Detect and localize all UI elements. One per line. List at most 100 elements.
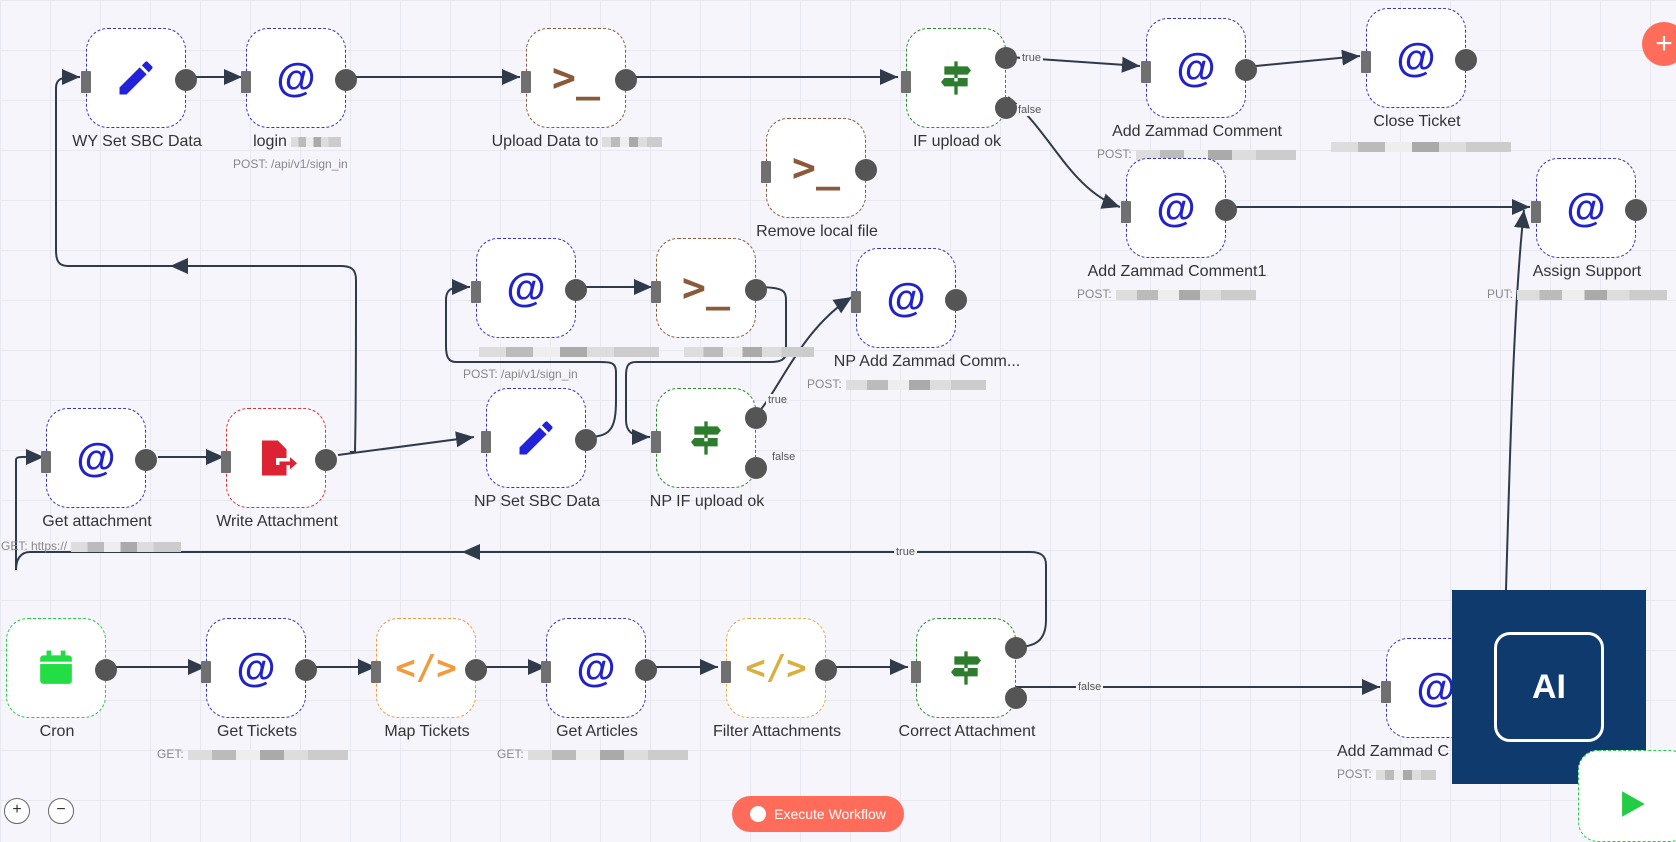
- input-port[interactable]: [521, 71, 531, 93]
- node-filter-attachments[interactable]: </> Filter Attachments: [713, 618, 841, 740]
- input-port[interactable]: [541, 661, 551, 683]
- input-port[interactable]: [1141, 61, 1151, 83]
- input-port[interactable]: [221, 451, 231, 473]
- at-sign-icon: @: [1156, 185, 1196, 230]
- node-add-zammad-comment[interactable]: @ Add Zammad Comment POST:: [1097, 18, 1296, 161]
- node-np-exec[interactable]: >_: [651, 238, 814, 357]
- output-port[interactable]: [635, 659, 657, 681]
- output-port[interactable]: [465, 659, 487, 681]
- output-port-true[interactable]: [995, 47, 1017, 69]
- output-port[interactable]: [815, 659, 837, 681]
- output-port[interactable]: [945, 289, 967, 311]
- node-map-tickets[interactable]: </> Map Tickets: [371, 618, 487, 740]
- input-port[interactable]: [241, 71, 251, 93]
- node-write-attachment[interactable]: Write Attachment: [216, 408, 338, 530]
- output-port-true[interactable]: [745, 407, 767, 429]
- output-port[interactable]: [295, 659, 317, 681]
- output-port[interactable]: [745, 279, 767, 301]
- node-wy-set-sbc-data[interactable]: WY Set SBC Data: [72, 28, 202, 150]
- node-add-zammad-comment1[interactable]: @ Add Zammad Comment1 POST:: [1077, 158, 1266, 301]
- input-port[interactable]: [1121, 201, 1131, 223]
- node-assign-support[interactable]: @ Assign Support PUT:: [1487, 158, 1668, 301]
- zoom-out-button[interactable]: −: [48, 798, 74, 824]
- input-port[interactable]: [761, 161, 771, 183]
- node-subtitle: GET: https://: [1, 539, 241, 553]
- edge-label-true: true: [894, 546, 917, 558]
- node-close-ticket[interactable]: @ Close Ticket: [1331, 8, 1511, 152]
- pencil-icon: [87, 29, 185, 127]
- zoom-in-button[interactable]: +: [4, 798, 30, 824]
- output-port[interactable]: [615, 69, 637, 91]
- input-port[interactable]: [41, 451, 51, 473]
- node-label: NP IF upload ok: [649, 493, 765, 510]
- add-node-button[interactable]: +: [1642, 22, 1676, 66]
- output-port-false[interactable]: [995, 97, 1017, 119]
- node-cron[interactable]: Cron: [6, 618, 117, 740]
- output-port[interactable]: [1455, 49, 1477, 71]
- node-upload-data[interactable]: >_ Upload Data to: [492, 28, 663, 150]
- edge-write-wyset: [55, 69, 358, 453]
- output-port[interactable]: [335, 69, 357, 91]
- node-np-http[interactable]: @ POST: /api/v1/sign_in: [463, 238, 659, 381]
- output-port[interactable]: [175, 69, 197, 91]
- node-np-add-zammad-comment[interactable]: @ NP Add Zammad Comm... POST:: [807, 248, 1020, 391]
- input-port[interactable]: [651, 431, 661, 453]
- ai-chip-icon: AI: [1494, 632, 1604, 742]
- node-np-set-sbc-data[interactable]: NP Set SBC Data: [474, 388, 600, 510]
- edge-comment-close: [1255, 49, 1361, 67]
- input-port[interactable]: [1361, 51, 1371, 73]
- node-label: Cron: [39, 723, 75, 740]
- input-port[interactable]: [81, 71, 91, 93]
- node-remove-local-file[interactable]: >_ Remove local file: [756, 118, 878, 240]
- node-if-upload-ok[interactable]: IF upload ok: [901, 28, 1017, 150]
- node-manual-trigger[interactable]: [1578, 750, 1676, 842]
- edge-npset-nphttp: [445, 279, 617, 438]
- output-port[interactable]: [1625, 199, 1647, 221]
- at-sign-icon: @: [1396, 35, 1436, 80]
- input-port[interactable]: [471, 281, 481, 303]
- input-port[interactable]: [201, 661, 211, 683]
- output-port-true[interactable]: [1005, 637, 1027, 659]
- input-port[interactable]: [651, 281, 661, 303]
- edge-label-false: false: [1076, 681, 1104, 693]
- node-label-redacted: [637, 339, 857, 361]
- node-correct-attachment[interactable]: Correct Attachment: [899, 618, 1035, 740]
- at-sign-icon: @: [276, 55, 316, 100]
- input-port[interactable]: [1381, 681, 1391, 703]
- node-np-if-upload-ok[interactable]: NP IF upload ok: [650, 388, 767, 510]
- output-port[interactable]: [565, 279, 587, 301]
- at-sign-icon: @: [236, 645, 276, 690]
- output-port[interactable]: [855, 159, 877, 181]
- output-port[interactable]: [1215, 199, 1237, 221]
- input-port[interactable]: [851, 291, 861, 313]
- output-port-false[interactable]: [745, 457, 767, 479]
- node-get-articles[interactable]: @ Get Articles GET:: [497, 618, 688, 761]
- node-label: Assign Support: [1532, 263, 1642, 280]
- input-port[interactable]: [901, 71, 911, 93]
- execute-workflow-button[interactable]: Execute Workflow: [732, 796, 904, 832]
- output-port[interactable]: [575, 429, 597, 451]
- node-login[interactable]: @ login POST: /api/v1/sign_in: [233, 28, 357, 171]
- edge-write-npset: [337, 431, 475, 456]
- output-port[interactable]: [315, 449, 337, 471]
- file-export-icon: [227, 409, 325, 507]
- input-port[interactable]: [481, 431, 491, 453]
- edge-label-true: true: [1020, 52, 1043, 64]
- edge-bottom-assign: [1505, 209, 1530, 591]
- input-port[interactable]: [371, 661, 381, 683]
- node-get-attachment[interactable]: @ Get attachment GET: https://: [1, 408, 182, 553]
- output-port-false[interactable]: [1005, 687, 1027, 709]
- calendar-icon: [7, 619, 105, 717]
- terminal-icon: >_: [791, 145, 841, 191]
- node-label: IF upload ok: [912, 133, 1002, 150]
- output-port[interactable]: [135, 449, 157, 471]
- input-port[interactable]: [1531, 201, 1541, 223]
- output-port[interactable]: [95, 659, 117, 681]
- input-port[interactable]: [911, 661, 921, 683]
- node-get-tickets[interactable]: @ Get Tickets GET:: [157, 618, 348, 761]
- output-port[interactable]: [1235, 59, 1257, 81]
- node-label: Correct Attachment: [898, 723, 1036, 740]
- input-port[interactable]: [721, 661, 731, 683]
- edge-label-false: false: [770, 451, 798, 463]
